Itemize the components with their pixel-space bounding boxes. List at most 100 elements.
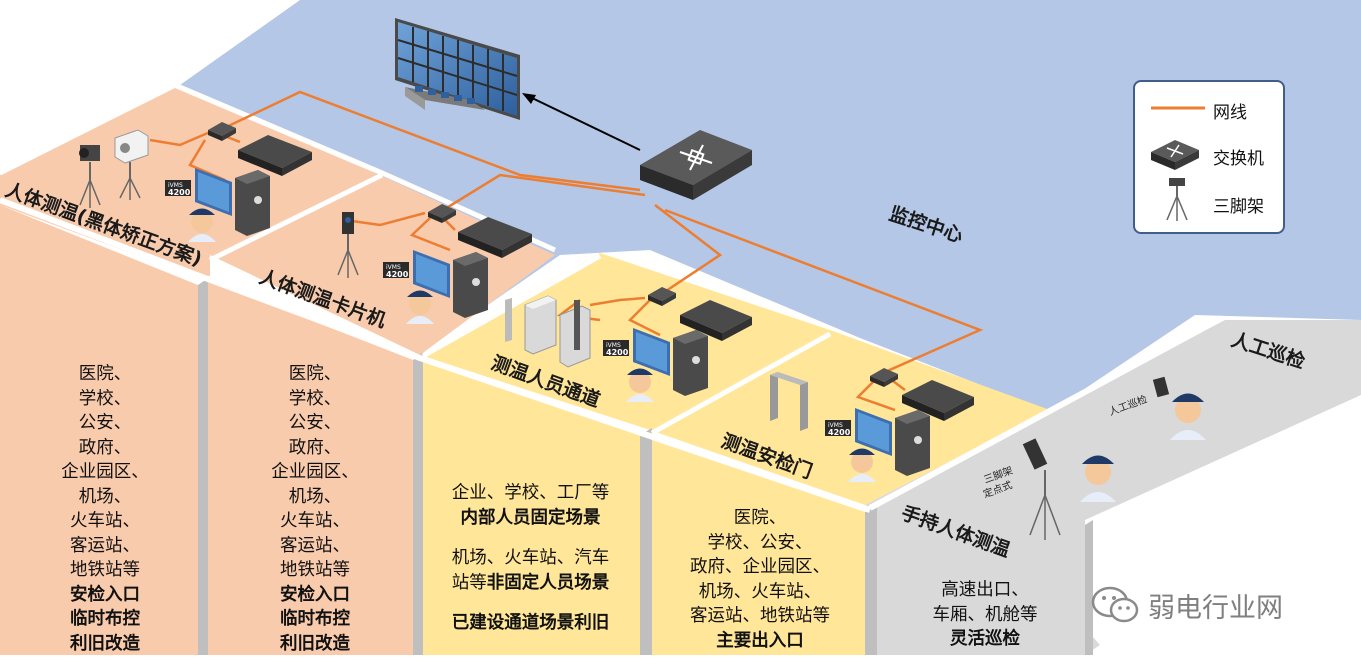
tripod-camera — [337, 212, 359, 278]
col-line: 客运站、 — [70, 535, 140, 556]
col-line: 火车站、 — [70, 511, 140, 531]
turnstile — [505, 295, 591, 368]
col-bold-line: 临时布控 — [280, 609, 350, 629]
nvr-device — [902, 380, 974, 421]
col-line: 公安、 — [288, 413, 342, 433]
zone-divider — [0, 82, 557, 253]
col-bold-line: 临时布控 — [70, 609, 140, 629]
tripod-icon — [1166, 178, 1188, 221]
zone-divider — [208, 172, 384, 263]
column-2-text: 医院、 学校、 公安、 政府、 企业园区、 机场、 火车站、 客运站、 地铁站等… — [240, 362, 390, 656]
blackbody-device — [114, 129, 149, 200]
legend-label: 三脚架 — [1213, 197, 1264, 217]
ivms-label: iVMS — [168, 182, 183, 189]
col-line: 学校、 — [288, 388, 342, 409]
col-bold-line: 已建设通道场景利旧 — [451, 613, 610, 633]
column-1-text: 医院、 学校、 公安、 政府、 企业园区、 机场、 火车站、 客运站、 地铁站等… — [30, 362, 180, 656]
ivms-label: iVMS — [828, 422, 843, 429]
col-line: 学校、 — [78, 388, 132, 409]
column-4-block — [652, 440, 865, 655]
column-4-edge — [865, 505, 877, 655]
switch-icon — [1151, 140, 1199, 170]
column-5-block — [877, 520, 1085, 655]
col-bold-line: 利旧改造 — [280, 633, 350, 654]
col-line: 机场、火车站、 — [698, 581, 822, 602]
legend-item-switch: 交换机 — [1135, 134, 1283, 174]
zone-divider — [0, 197, 871, 513]
col-line: 学校、公安、 — [707, 532, 813, 553]
col-line: 机场、火车站、汽车 — [451, 548, 610, 568]
legend-item-cable: 网线 — [1135, 88, 1283, 128]
col-bold-line: 内部人员固定场景 — [460, 507, 601, 528]
blackbody-zone-floor — [0, 88, 380, 255]
patrol-officer — [1080, 455, 1116, 502]
nvr-device — [458, 217, 532, 258]
column-5-edge — [1085, 520, 1093, 655]
uplink-arrowhead — [522, 93, 536, 104]
switch-icon — [870, 368, 898, 387]
column-5-text: 高速出口、 车厢、机舱等 灵活巡检 — [890, 578, 1080, 652]
col-line: 高速出口、 — [941, 580, 1029, 600]
col-line: 客运站、 — [280, 535, 350, 556]
zone-divider — [650, 331, 832, 436]
ivms-label: iVMS — [606, 342, 621, 349]
workstation: iVMS 4200 — [603, 328, 708, 402]
legend: 网线 交换机 三脚架 — [1133, 80, 1285, 234]
col-line: 地铁站等 — [70, 560, 140, 580]
switch-icon — [648, 287, 676, 306]
col-line: 政府、 — [78, 437, 132, 458]
wechat-icon — [1091, 586, 1139, 623]
column-4-text: 医院、 学校、公安、 政府、企业园区、 机场、火车站、 客运站、地铁站等 主要出… — [660, 506, 860, 653]
column-1-block — [0, 205, 198, 655]
col-line: 企业园区、 — [61, 462, 149, 482]
col-line: 政府、 — [288, 437, 342, 458]
column-3-block — [423, 358, 640, 655]
col-line: 火车站、 — [280, 511, 350, 531]
ivms-label: iVMS — [386, 264, 401, 271]
col-inline: 站等 — [451, 572, 487, 593]
col-line: 医院、 — [78, 364, 132, 384]
col-bold-line: 利旧改造 — [70, 633, 140, 654]
switch-icon — [428, 204, 456, 223]
watermark-text: 弱电行业网 — [1148, 593, 1283, 624]
column-2-edge — [413, 352, 423, 655]
col-line: 车厢、机舱等 — [932, 604, 1038, 625]
legend-label: 交换机 — [1213, 149, 1264, 169]
gate-zone-floor — [650, 330, 1050, 505]
col-bold-line: 灵活巡检 — [950, 629, 1020, 649]
col-line: 地铁站等 — [280, 560, 350, 580]
video-wall — [395, 18, 520, 120]
core-switch — [640, 130, 752, 200]
col-bold-line: 安检入口 — [70, 584, 140, 605]
network-cable-icon — [1151, 106, 1205, 110]
col-inline-bold: 非固定人员场景 — [486, 572, 610, 593]
col-line: 医院、 — [733, 508, 787, 528]
legend-item-tripod: 三脚架 — [1135, 178, 1283, 230]
workstation: iVMS 4200 — [825, 408, 930, 482]
column-2-block — [208, 280, 413, 655]
ivms-number: 4200 — [828, 428, 851, 437]
network-cables — [149, 90, 984, 412]
tripod-camera — [79, 145, 101, 208]
column-3-edge — [640, 428, 652, 655]
col-line: 医院、 — [288, 364, 342, 384]
column-1-edge — [198, 278, 208, 655]
column-3-text: 企业、学校、工厂等 内部人员固定场景 机场、火车站、汽车 站等非固定人员场景 已… — [428, 481, 633, 636]
col-line: 客运站、地铁站等 — [690, 606, 830, 626]
ivms-number: 4200 — [386, 270, 409, 279]
zone-divider — [868, 315, 1224, 511]
col-line: 企业园区、 — [271, 462, 359, 482]
ivms-number: 4200 — [606, 348, 629, 357]
security-gate — [770, 372, 808, 431]
col-bold-line: 安检入口 — [280, 584, 350, 605]
legend-label: 网线 — [1213, 103, 1247, 123]
uplink-arrow — [529, 96, 641, 151]
nvr-device — [680, 300, 752, 341]
col-line: 机场、 — [78, 486, 132, 507]
workstation: iVMS 4200 — [383, 250, 488, 324]
ivms-number: 4200 — [168, 188, 191, 197]
col-bold-line: 主要出入口 — [716, 630, 804, 651]
col-line: 企业、学校、工厂等 — [451, 483, 610, 503]
nvr-device — [238, 135, 312, 176]
